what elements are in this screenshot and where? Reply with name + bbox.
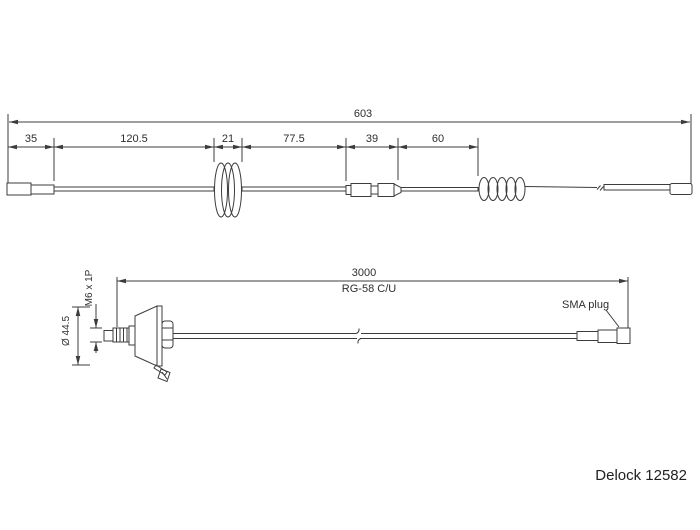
mount-plate xyxy=(156,305,163,367)
sma-nut xyxy=(616,327,631,344)
mount-cone xyxy=(134,305,158,367)
dim-cable-length-lines xyxy=(116,277,629,328)
antenna-joint xyxy=(345,183,402,197)
coax-cable xyxy=(173,328,577,344)
mount-bracket xyxy=(153,364,171,383)
cable-type-label: RG-58 C/U xyxy=(341,283,397,295)
sma-callout-leader xyxy=(605,309,620,328)
antenna-small-coil xyxy=(478,177,526,201)
dim-segment-4-label: 77.5 xyxy=(283,133,305,145)
dim-total-length-lines xyxy=(7,114,692,184)
stud-tip xyxy=(103,330,114,342)
antenna-large-coil xyxy=(214,162,242,218)
antenna-body xyxy=(6,162,693,218)
antenna-lower-rod xyxy=(53,186,215,192)
sma-plug-callout-label: SMA plug xyxy=(562,299,610,311)
mount-body xyxy=(103,305,174,383)
dim-base-diameter-label: Ø 44.5 xyxy=(61,315,72,347)
antenna-mid-rod xyxy=(241,186,347,192)
antenna-upper-rod xyxy=(400,187,479,192)
stud-flange xyxy=(128,325,136,346)
mount-nut xyxy=(161,320,174,349)
antenna-base-neck xyxy=(30,184,55,195)
dim-thread-label: M6 x 1P xyxy=(84,269,95,307)
product-number-label: Delock 12582 xyxy=(595,467,687,484)
dim-segment-6-label: 60 xyxy=(431,133,445,145)
dim-base-diameter-lines xyxy=(72,306,90,366)
antenna-whip-kink xyxy=(596,185,604,191)
dim-segment-1-label: 35 xyxy=(24,133,38,145)
dim-segment-2-label: 120.5 xyxy=(120,133,148,145)
dim-segment-3-label: 21 xyxy=(221,133,235,145)
dim-total-length-label: 603 xyxy=(353,108,373,120)
antenna-base-connector xyxy=(6,182,32,196)
antenna-top-view xyxy=(6,114,693,218)
dim-segment-5-label: 39 xyxy=(365,133,379,145)
dim-segments-lines xyxy=(7,138,479,181)
antenna-tip xyxy=(669,183,693,195)
dim-cable-length-label: 3000 xyxy=(351,267,377,279)
dim-thread-lines xyxy=(90,304,102,353)
antenna-whip-wire xyxy=(524,186,598,188)
antenna-tip-rod xyxy=(603,184,671,191)
threaded-stud xyxy=(112,327,130,343)
sma-plug xyxy=(576,327,631,344)
sma-barrel xyxy=(597,329,618,343)
sma-crimp xyxy=(576,331,599,341)
mount-bottom-view xyxy=(72,277,631,383)
